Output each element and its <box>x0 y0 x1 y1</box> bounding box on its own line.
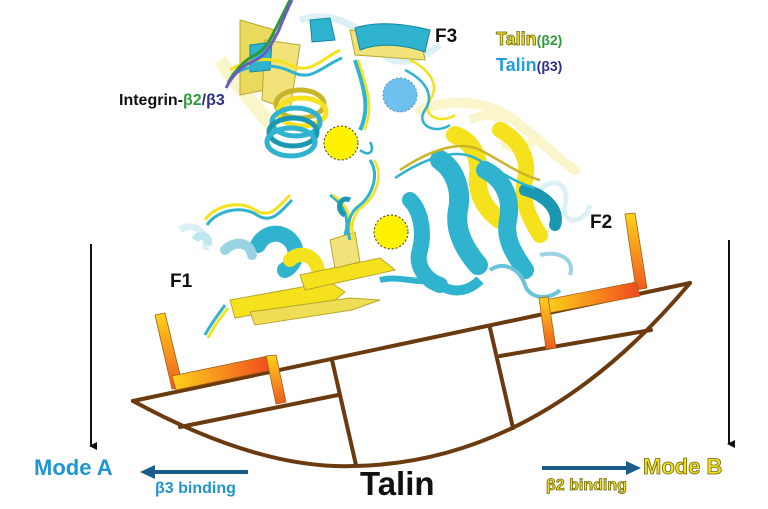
boat-hull-curve <box>131 281 692 469</box>
mode-a-binding-label: β3 binding <box>155 480 236 497</box>
protein-structure <box>178 0 593 339</box>
boat-divider-right <box>488 326 515 430</box>
legend-talin-b2: Talin(β2) <box>496 29 563 49</box>
arrow-left-mode-a <box>140 465 248 479</box>
integrin-label: Integrin-β2/β3 <box>119 93 225 109</box>
integrin-peptide <box>224 0 294 89</box>
binding-site-blue <box>382 77 418 113</box>
boat-inner-line-right <box>498 328 653 358</box>
f1-subdomain <box>191 141 441 339</box>
binding-site-yellow-lower <box>373 214 409 250</box>
legend-talin-b2-suffix: (β2) <box>536 32 563 48</box>
mode-b-label: Mode B <box>643 454 723 479</box>
subdomain-label-f1: F1 <box>170 271 193 292</box>
subdomain-label-f2: F2 <box>590 212 613 233</box>
integrin-slash: / <box>201 92 207 109</box>
legend-talin-b2-name: Talin <box>496 29 537 49</box>
binding-sites <box>323 77 418 250</box>
mode-a-label: Mode A <box>34 455 113 480</box>
lever-bracket-right <box>538 212 648 350</box>
boat-inner-line-left <box>178 393 340 429</box>
integrin-beta2: β2 <box>183 92 202 109</box>
lever-bracket-left <box>154 312 287 405</box>
binding-site-yellow-upper <box>323 125 359 161</box>
talin-body-label: Talin <box>360 465 435 502</box>
helix-stack <box>264 87 329 159</box>
subdomain-label-f3: F3 <box>435 26 458 47</box>
integrin-prefix: Integrin- <box>119 92 183 109</box>
legend-talin-b3: Talin(β3) <box>496 56 562 75</box>
boat-divider-left <box>330 358 358 467</box>
mode-b-binding-label: β2 binding <box>546 477 628 494</box>
f2-subdomain <box>394 122 573 299</box>
arrow-right-mode-b <box>542 461 641 475</box>
legend-talin-b3-suffix: (β3) <box>536 58 563 74</box>
legend-talin-b3-name: Talin <box>496 55 537 75</box>
integrin-beta3: β3 <box>206 92 225 109</box>
